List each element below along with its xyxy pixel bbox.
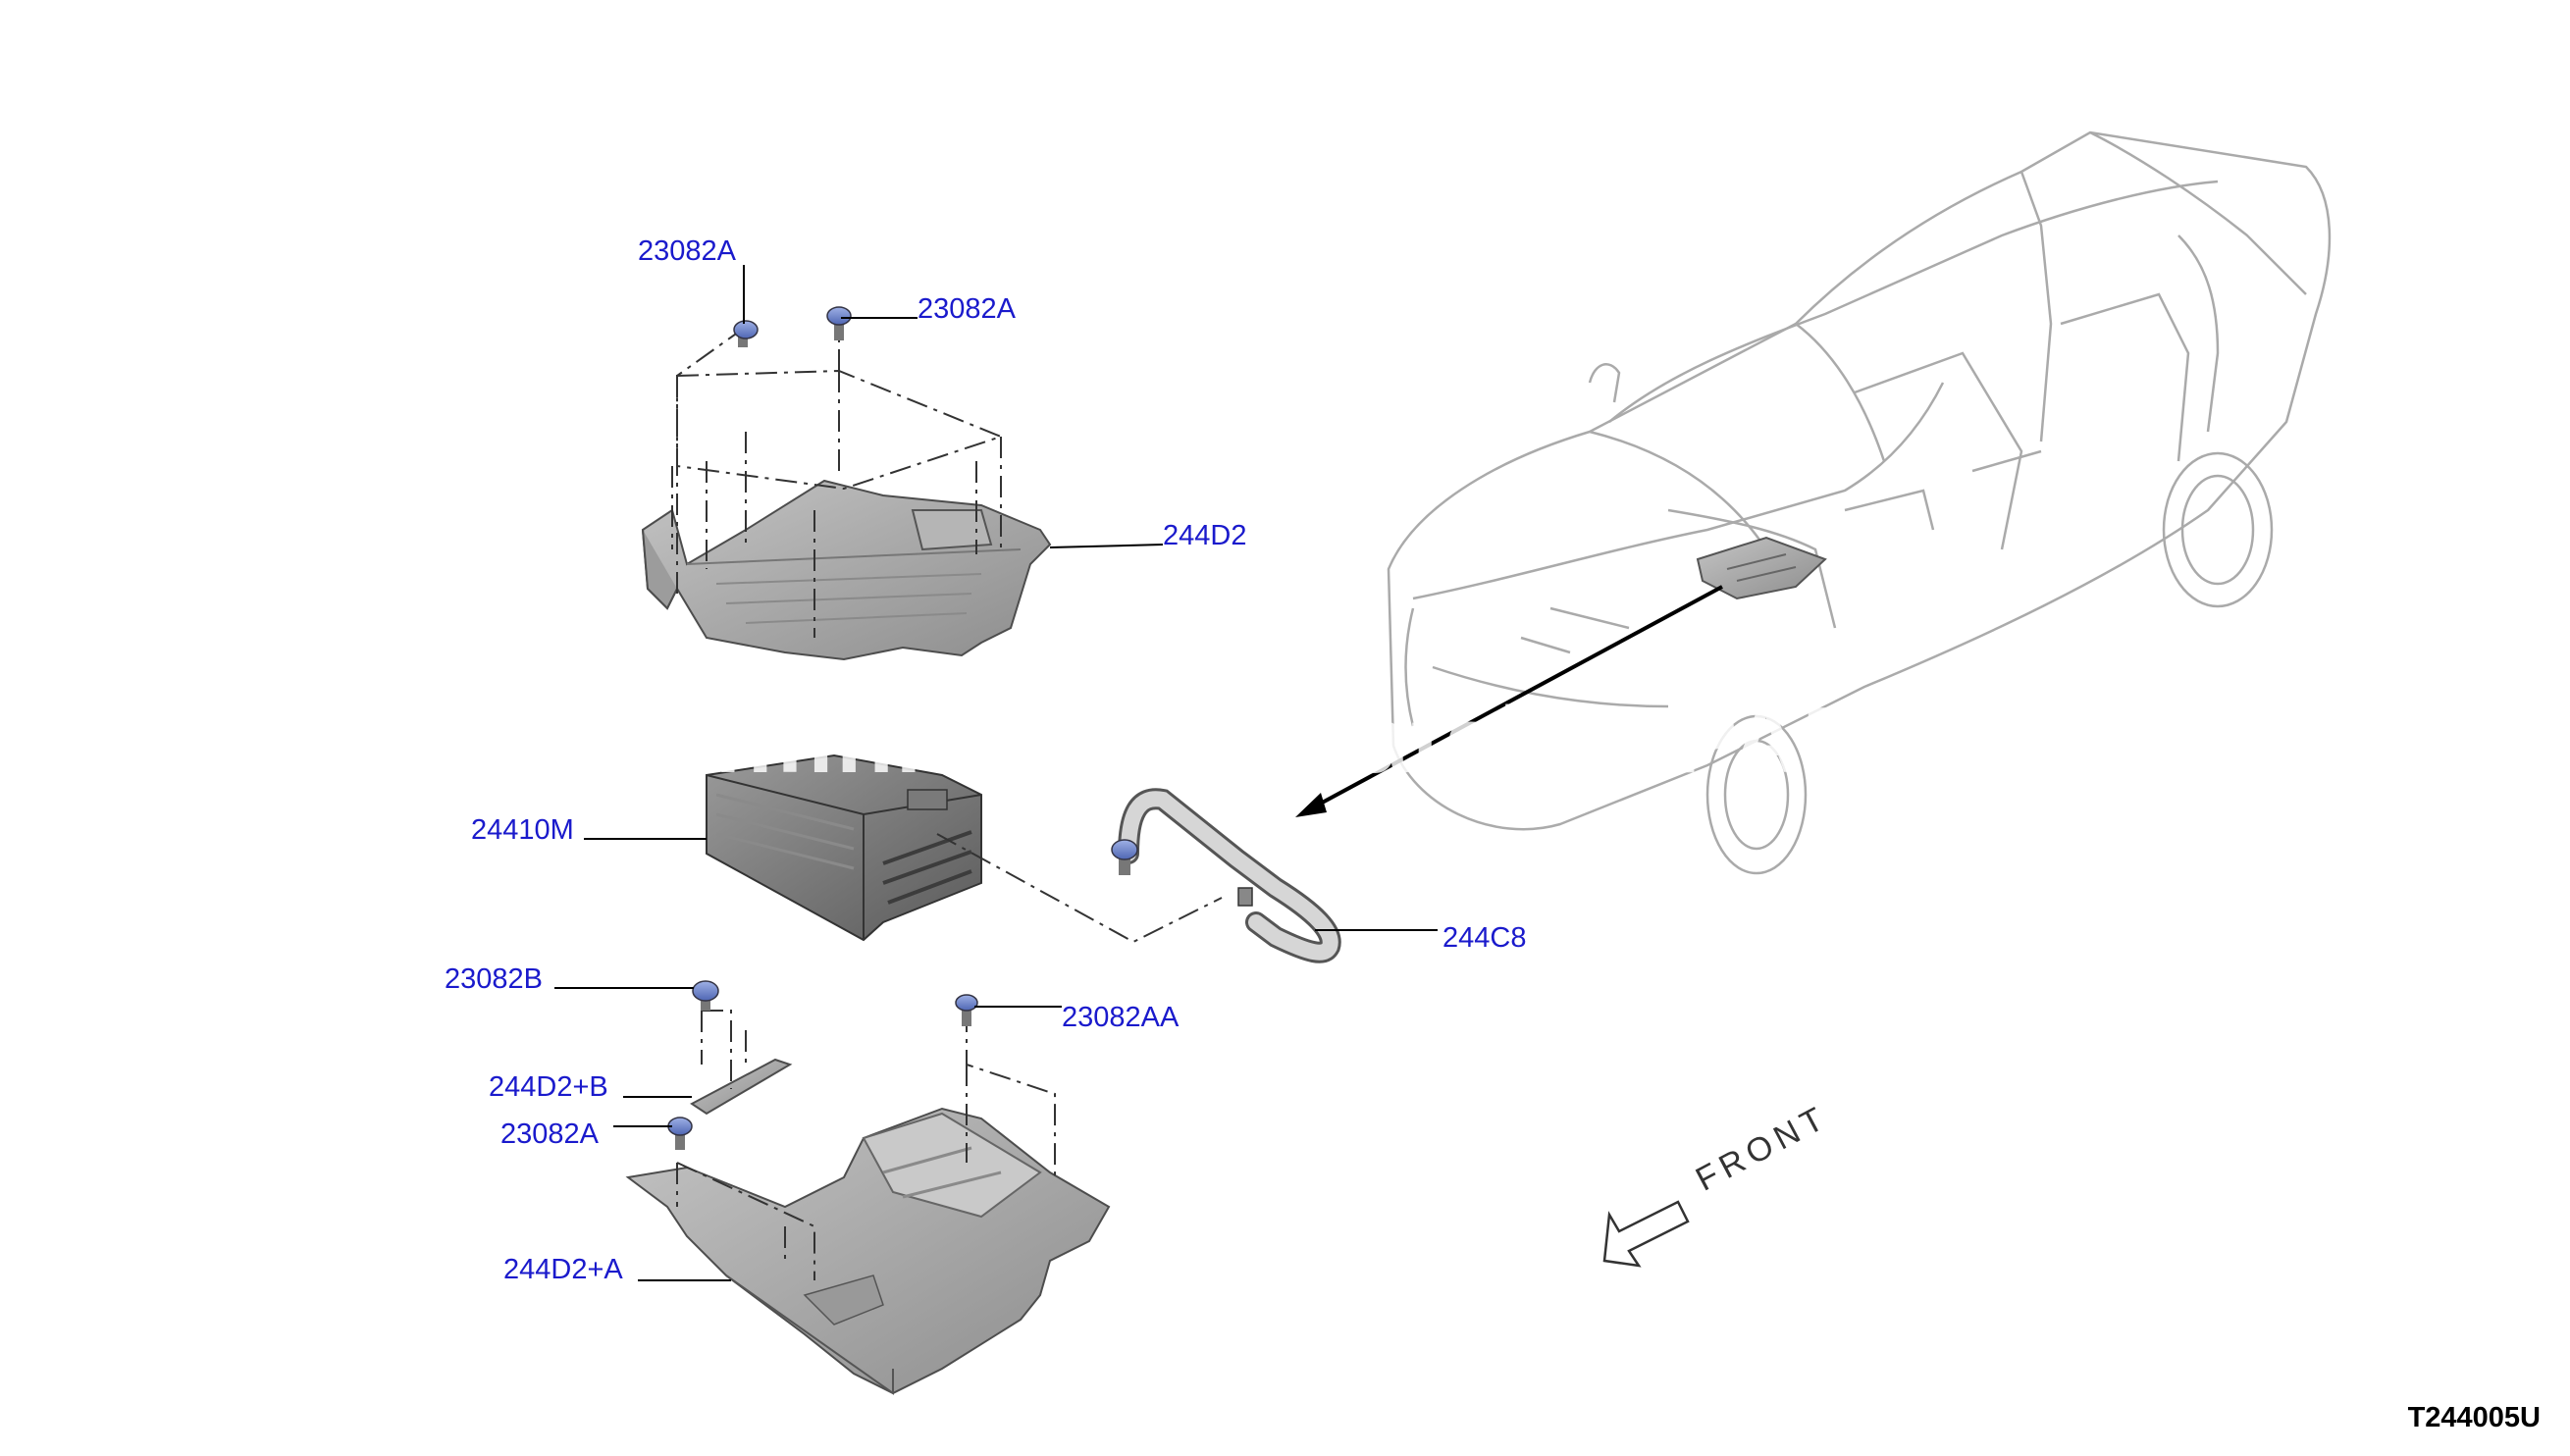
callout-23082A-lower[interactable]: 23082A [500,1118,599,1150]
callout-24410M[interactable]: 24410M [471,814,574,846]
callout-244C8[interactable]: 244C8 [1442,922,1527,954]
front-direction-arrow [1602,1200,1690,1268]
callout-244D2-A[interactable]: 244D2+A [503,1254,623,1285]
callout-23082AA[interactable]: 23082AA [1062,1002,1180,1033]
vehicle-module-highlight [1696,536,1827,600]
lower-bracket-guide-lines [676,1010,1056,1280]
fastener-23082A-upper-right [826,306,852,340]
harness-244C8 [1118,788,1341,963]
harness-fastener [1111,839,1138,875]
fastener-23082A-lower [667,1117,693,1150]
callout-23082A-right[interactable]: 23082A [918,293,1016,325]
vehicle-illustration [1387,130,2332,875]
module-guide-lines [936,833,1223,944]
leader-lines [554,265,1438,1281]
lower-bracket-244D2A [625,1107,1111,1395]
diagram-code: T244005U [2407,1402,2541,1433]
callout-244D2[interactable]: 244D2 [1163,520,1247,551]
lower-bracket-244D2B [690,1058,793,1116]
fastener-23082B [692,980,719,1011]
control-module-24410M [706,754,982,942]
upper-bracket-guide-lines [671,326,1004,638]
callout-23082A-top[interactable]: 23082A [638,235,736,267]
callout-244D2-B[interactable]: 244D2+B [489,1071,608,1103]
fastener-23082A-upper-left [733,320,759,347]
watermark-text: Infiniti Parts Catalog PARTS [687,688,1997,793]
callout-23082B[interactable]: 23082B [445,963,543,995]
location-arrow [1295,585,1723,817]
upper-bracket-244D2 [641,479,1052,661]
fastener-23082AA [955,994,978,1026]
